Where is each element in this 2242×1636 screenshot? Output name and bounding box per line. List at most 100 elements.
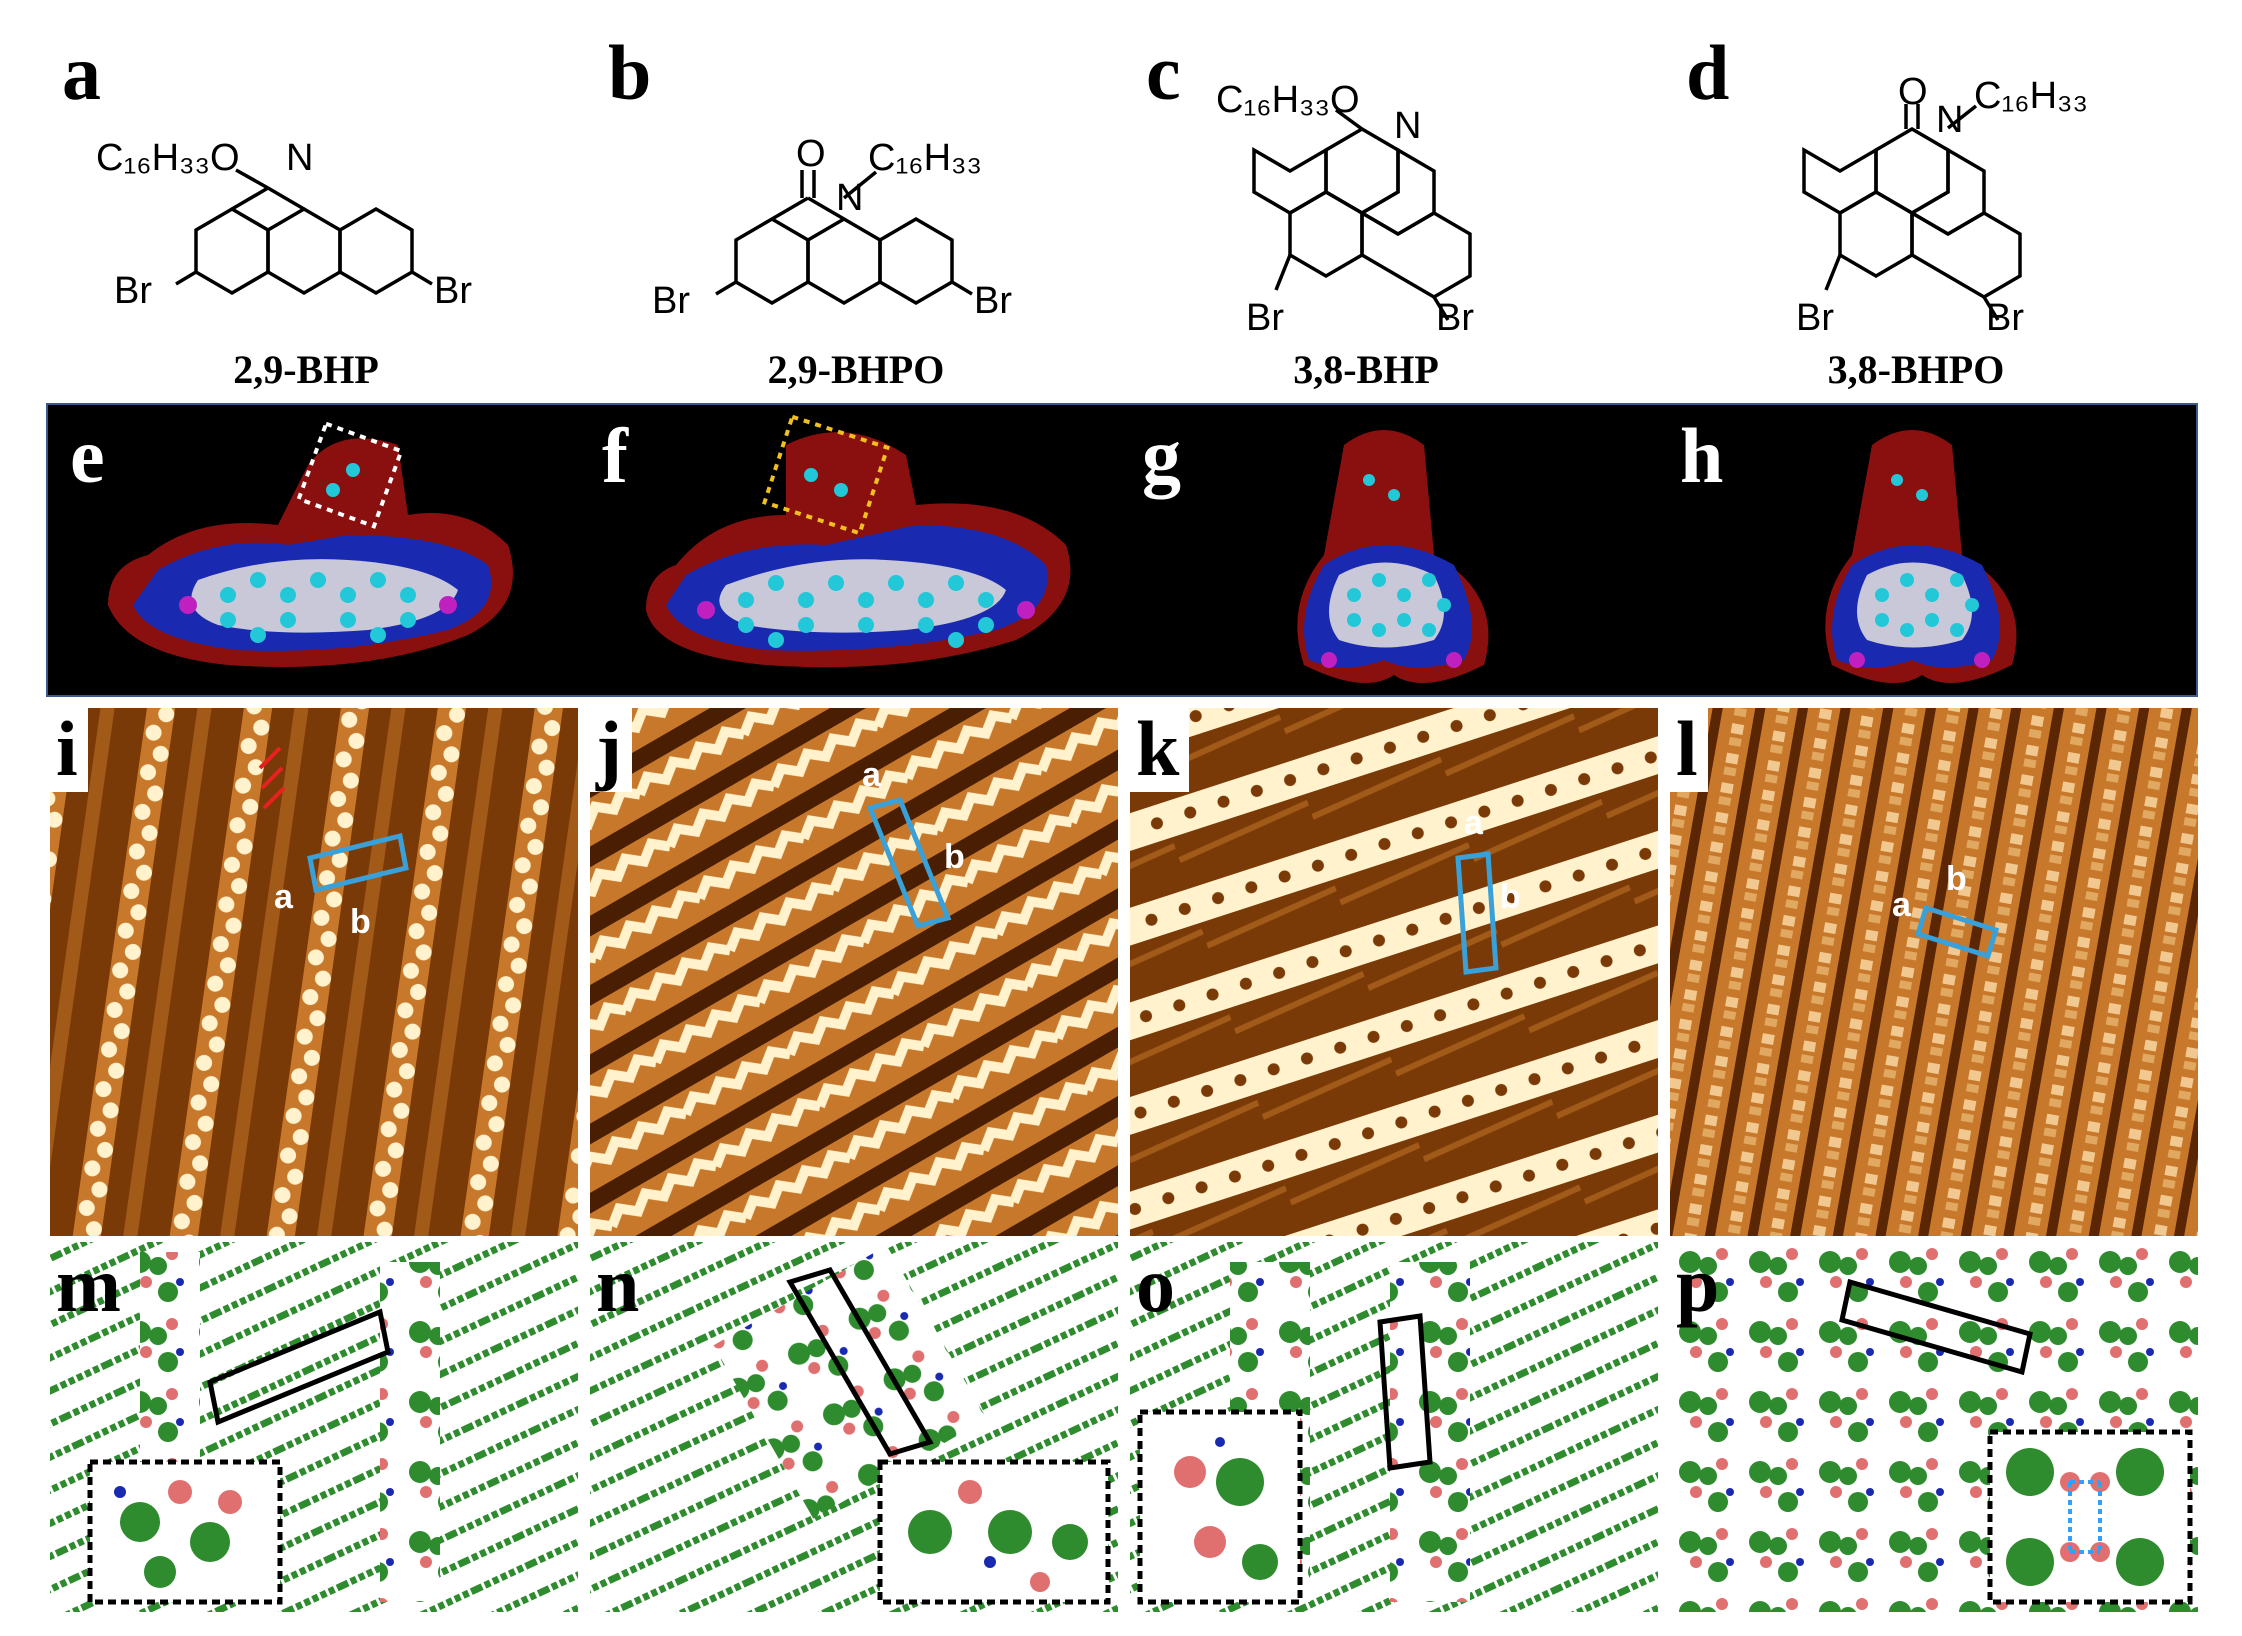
esp-map-g: g [1124,405,1662,695]
substituent-a: C₁₆H₃₃O [96,137,240,179]
carbonyl-o-d: O [1898,71,1928,113]
bromine-left-d: Br [1796,297,1834,339]
molecule-name-c: 3,8-BHP [1293,347,1439,392]
molecule-name-a: 2,9-BHP [233,347,379,392]
unit-cell-k [1455,851,1499,975]
structure-3-8-bhpo: d O N C₁₆H₃₃ Br Br 3,8-BHPO [1666,20,2206,400]
stm-drawing-k: a b [1130,708,1658,1236]
panel-label-l: l [1670,708,1708,792]
heteroatom-n-a: N [286,137,313,179]
esp-drawing-h [1825,430,2017,683]
model-p: p [1670,1242,2198,1612]
stm-drawing-i: a b [50,708,578,1236]
panel-label-i: i [50,708,88,792]
model-drawing-m [50,1242,578,1612]
model-o: o [1130,1242,1658,1612]
chem-drawing-d: O N C₁₆H₃₃ Br Br [1796,71,2088,339]
inset-n [877,1459,1111,1605]
cell-label-b-k: b [1500,878,1521,916]
panel-label-f: f [602,412,628,499]
model-n: n [590,1242,1118,1612]
substituent-d: C₁₆H₃₃ [1974,75,2088,117]
model-m: m [50,1242,578,1612]
esp-map-e: e [48,405,586,695]
esp-drawing-g [1297,430,1489,683]
panel-label-d: d [1686,29,1730,116]
stm-drawing-j: a b [590,708,1118,1236]
substituent-b: C₁₆H₃₃ [868,137,982,179]
inset-m [87,1459,283,1605]
panel-label-h: h [1680,412,1724,499]
cell-label-a-k: a [1464,804,1484,842]
unit-cell-m [207,1308,391,1426]
structure-3-8-bhp: c N C₁₆H₃₃O Br Br 3,8-BHP [1126,20,1666,400]
panel-label-a: a [62,29,101,116]
panel-label-g: g [1142,412,1181,499]
unit-cell-p [1839,1278,2033,1376]
molecule-name-b: 2,9-BHPO [767,347,945,392]
chem-drawing-c: N C₁₆H₃₃O Br Br [1216,79,1474,339]
stm-drawing-l: a b [1670,708,2198,1236]
bromine-right-c: Br [1436,297,1474,339]
bromine-atom-f1 [697,601,715,619]
cell-label-a-j: a [862,756,882,794]
panel-label-k: k [1130,708,1190,792]
bromine-atom-e2 [439,596,457,614]
esp-map-f: f [586,405,1124,695]
panel-label-p: p [1676,1242,1720,1328]
bromine-atom-g2 [1446,652,1462,668]
bromine-left-b: Br [652,280,690,322]
stm-image-j: a b j [590,708,1118,1236]
inset-o [1137,1409,1303,1605]
arrow-markers-i [258,746,286,810]
unit-cell-n [786,1267,934,1457]
unit-cell-i [307,832,409,894]
halogen-bond-lines-p [2068,1480,2102,1554]
bromine-atom-f2 [1017,601,1035,619]
stm-image-k: a b k [1130,708,1658,1236]
carbonyl-o-b: O [796,133,826,175]
model-drawing-p [1670,1242,2198,1612]
chem-drawing-a: N C₁₆H₃₃O Br Br [96,137,472,312]
panel-label-n: n [596,1242,640,1328]
substituent-c: C₁₆H₃₃O [1216,79,1360,121]
panel-label-o: o [1136,1242,1175,1328]
bromine-atom-h1 [1849,652,1865,668]
stm-image-l: a b l [1670,708,2198,1236]
unit-cell-l [1914,904,2000,960]
highlight-box-e [296,421,404,529]
stm-image-i: a b i [50,708,578,1236]
bromine-right-a: Br [434,270,472,312]
cell-label-b-l: b [1946,860,1967,898]
bromine-left-c: Br [1246,297,1284,339]
structure-2-9-bhpo: b O N C₁₆H₃₃ Br Br 2,9-BHPO [586,20,1126,400]
panel-label-c: c [1146,29,1181,116]
esp-map-h: h [1662,405,2200,695]
heteroatom-n-c: N [1394,105,1421,147]
model-drawing-o [1130,1242,1658,1612]
panel-label-e: e [70,412,105,499]
structure-2-9-bhp: a N C₁₆H₃₃O Br Br 2,9-BHP [46,20,586,400]
esp-drawing-e [108,421,513,667]
unit-cell-j [866,797,952,929]
unit-cell-o [1377,1313,1433,1471]
panel-label-b: b [608,29,652,116]
bromine-left-a: Br [114,270,152,312]
panel-label-j: j [590,708,632,792]
model-drawing-n [590,1242,1118,1612]
esp-drawing-f [646,414,1071,668]
chem-drawing-b: O N C₁₆H₃₃ Br Br [652,133,1012,322]
heteroatom-n-b: N [836,177,863,219]
bromine-atom-h2 [1974,652,1990,668]
heteroatom-n-d: N [1936,99,1963,141]
highlight-box-f [762,414,890,536]
bromine-right-b: Br [974,280,1012,322]
structures-row: a N C₁₆H₃₃O Br Br 2,9-BHP b [0,0,2242,400]
cell-label-b-j: b [944,838,965,876]
cell-label-a-l: a [1892,886,1912,924]
cell-label-a-i: a [274,878,294,916]
bromine-atom-g1 [1321,652,1337,668]
inset-p [1987,1429,2193,1605]
cell-label-b-i: b [350,903,371,941]
molecule-name-d: 3,8-BHPO [1827,347,2005,392]
